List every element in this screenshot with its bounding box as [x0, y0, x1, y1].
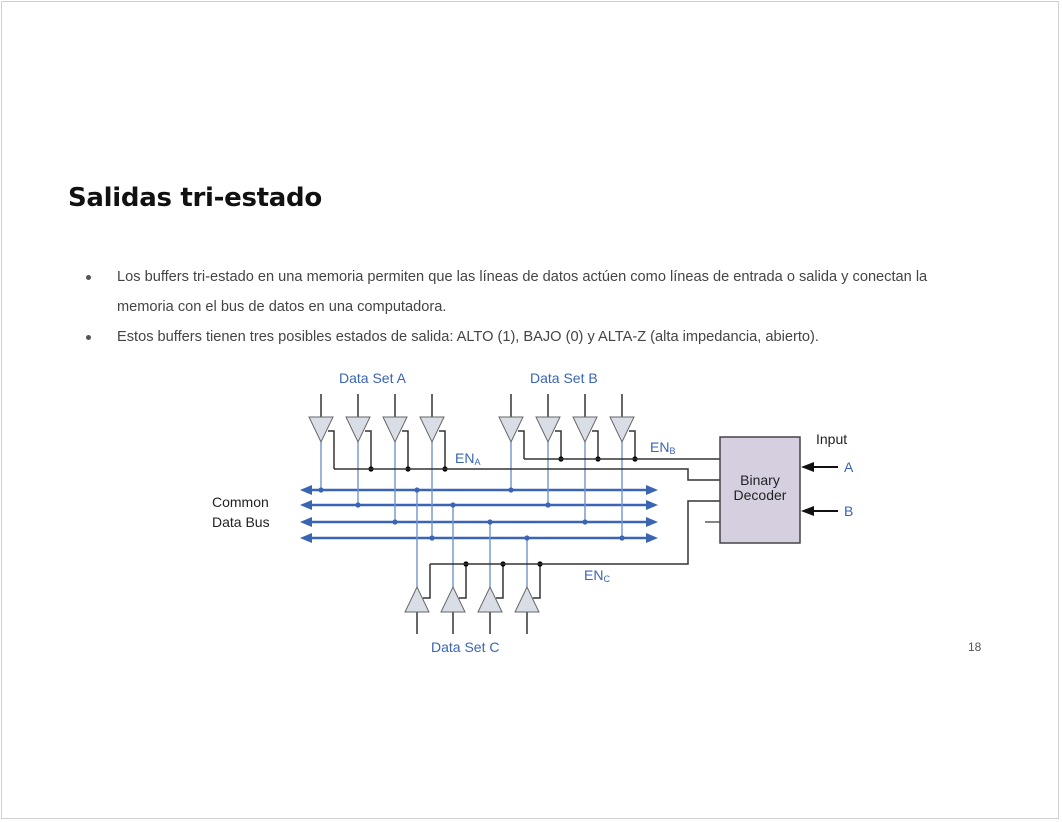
bullet-icon: [86, 335, 91, 340]
enable-line: [629, 430, 636, 459]
bus-junction: [524, 535, 530, 541]
input-arrow-icon: [801, 506, 814, 516]
bullet-list: Los buffers tri-estado en una memoria pe…: [80, 262, 980, 352]
enable-line: [459, 564, 467, 599]
bus-arrow-left-icon: [300, 533, 312, 543]
bullet-text: Estos buffers tienen tres posibles estad…: [117, 329, 819, 345]
data-set-a-label: Data Set A: [339, 370, 407, 386]
input-label: Input: [816, 431, 847, 447]
bus-label-data-bus: Data Bus: [212, 514, 270, 530]
binary-decoder-box: [719, 436, 801, 544]
input-a-label: A: [844, 459, 854, 475]
bus-arrow-right-icon: [646, 533, 658, 543]
bus-junction: [545, 502, 551, 508]
enable-line: [533, 564, 541, 599]
bus-arrow-right-icon: [646, 517, 658, 527]
slide-title: Salidas tri-estado: [68, 183, 322, 213]
data-set-c-buffer-icon: [514, 585, 540, 613]
en-c-line: [430, 500, 720, 565]
bus-junction: [508, 487, 514, 493]
enable-line: [365, 430, 372, 469]
bus-arrow-right-icon: [646, 485, 658, 495]
enable-line: [496, 564, 504, 599]
diagram-wires: [300, 394, 838, 634]
decoder-label-2: Decoder: [734, 487, 787, 503]
bus-junction: [582, 519, 588, 525]
bus-junction: [487, 519, 493, 525]
bus-label-common: Common: [212, 494, 269, 510]
bus-junction: [414, 487, 420, 493]
input-arrow-icon: [801, 462, 814, 472]
bus-junction: [355, 502, 361, 508]
bullet-text: Los buffers tri-estado en una memoria pe…: [117, 269, 928, 315]
enable-line: [423, 564, 431, 599]
data-set-a-buffer-icon: [345, 416, 371, 444]
enable-line: [328, 430, 335, 469]
bullet-icon: [86, 275, 91, 280]
data-set-b-label: Data Set B: [530, 370, 598, 386]
bus-arrow-left-icon: [300, 500, 312, 510]
bullet-item: Estos buffers tienen tres posibles estad…: [80, 322, 980, 352]
data-set-a-buffer-icon: [382, 416, 408, 444]
en-a-label: ENA: [455, 450, 480, 467]
decoder-label-1: Binary: [740, 472, 780, 488]
en-b-label: ENB: [650, 439, 675, 456]
enable-line: [518, 430, 525, 459]
en-a-line: [334, 468, 720, 481]
data-set-b-buffer-icon: [609, 416, 635, 444]
data-set-b-buffer-icon: [535, 416, 561, 444]
bus-arrow-left-icon: [300, 517, 312, 527]
bus-junction: [619, 535, 625, 541]
data-set-b-buffer-icon: [498, 416, 524, 444]
bus-arrow-right-icon: [646, 500, 658, 510]
data-set-c-buffer-icon: [477, 585, 503, 613]
bus-junction: [318, 487, 324, 493]
data-set-a-buffer-icon: [308, 416, 334, 444]
enable-line: [555, 430, 562, 459]
enable-line: [592, 430, 599, 459]
data-set-a-buffer-icon: [419, 416, 445, 444]
data-set-c-buffer-icon: [404, 585, 430, 613]
bus-junction: [429, 535, 435, 541]
input-b-label: B: [844, 503, 853, 519]
bullet-item: Los buffers tri-estado en una memoria pe…: [80, 262, 980, 322]
enable-line: [402, 430, 409, 469]
enable-line: [439, 430, 446, 469]
data-set-b-buffer-icon: [572, 416, 598, 444]
data-set-c-label: Data Set C: [431, 639, 499, 655]
bus-junction: [392, 519, 398, 525]
data-set-c-buffer-icon: [440, 585, 466, 613]
en-c-label: ENC: [584, 567, 610, 584]
bus-junction: [450, 502, 456, 508]
page-number: 18: [968, 640, 982, 654]
bus-arrow-left-icon: [300, 485, 312, 495]
